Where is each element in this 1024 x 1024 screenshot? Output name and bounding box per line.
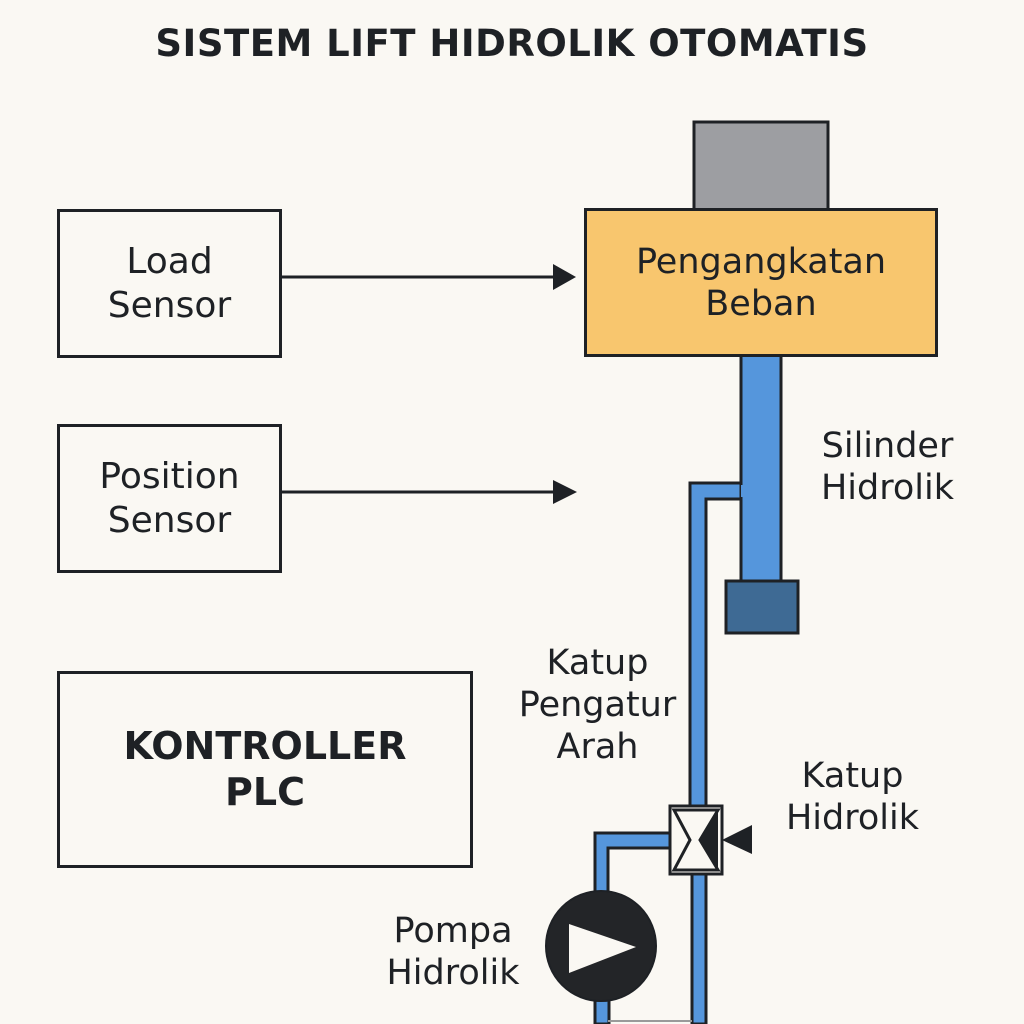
position-sensor-label-line2: Sensor [107,499,232,541]
pump-label-line2: Hidrolik [386,953,520,993]
load-lift-label-line2: Beban [705,283,817,324]
controller-label-line1: KONTROLLER [123,723,407,768]
load-lift-label-line1: Pengangkatan [635,241,887,282]
pump-label: Pompa Hidrolik [368,910,538,994]
pipe-valve-return [690,871,708,1024]
arrow-load-sensor-to-lift [281,264,576,290]
hydraulic-valve-label-line2: Hidrolik [785,798,919,838]
plc-controller-block: KONTROLLER PLC [57,671,473,868]
position-sensor-block: Position Sensor [57,424,282,573]
pipe-cylinder-to-valve [688,481,745,817]
directional-valve-label-line3: Arah [556,727,639,767]
cylinder-label-line1: Silinder [821,426,954,466]
directional-valve-label-line1: Katup [546,643,649,683]
pump-label-line1: Pompa [393,911,513,951]
load-sensor-label-line1: Load [126,241,213,283]
piston-head [724,579,800,635]
controller-label-line2: PLC [225,769,305,814]
load-lift-block: Pengangkatan Beban [584,208,938,357]
load-sensor-label-line2: Sensor [107,284,232,326]
pump-icon [545,890,657,1002]
hydraulic-cylinder [739,353,783,587]
load-sensor-block: Load Sensor [57,209,282,358]
arrow-position-sensor [281,480,577,504]
diagram-title: SISTEM LIFT HIDROLIK OTOMATIS [155,22,869,65]
cylinder-label: Silinder Hidrolik [800,425,975,509]
directional-valve-label-line2: Pengatur [518,685,677,725]
position-sensor-label-line1: Position [99,456,240,498]
load-weight [692,120,830,214]
hydraulic-valve-label: Katup Hidrolik [770,755,935,839]
hydraulic-valve-icon [668,804,752,876]
hydraulic-valve-label-line1: Katup [801,756,904,796]
directional-valve-label: Katup Pengatur Arah [505,642,690,768]
cylinder-label-line2: Hidrolik [820,468,954,508]
